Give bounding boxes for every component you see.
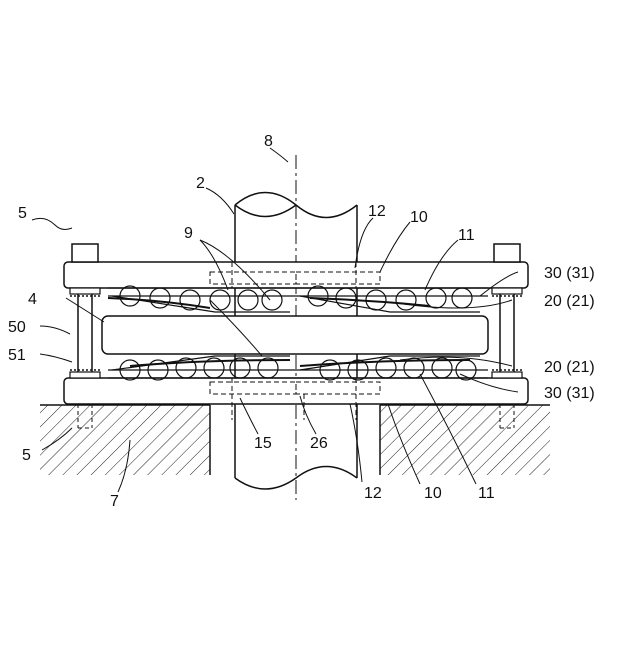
- label-10-top: 10: [410, 209, 428, 226]
- middle-plate: [102, 316, 488, 354]
- label-8: 8: [264, 133, 273, 150]
- label-2: 2: [196, 175, 205, 192]
- label-30-31-bot: 30 (31): [544, 385, 595, 402]
- label-30-31-top: 30 (31): [544, 265, 595, 282]
- label-10-bot: 10: [424, 485, 442, 502]
- label-15: 15: [254, 435, 272, 452]
- label-11-bot: 11: [478, 485, 495, 502]
- label-9: 9: [184, 225, 193, 242]
- label-5-top: 5: [18, 205, 27, 222]
- label-12-top: 12: [368, 203, 386, 220]
- label-50: 50: [8, 319, 26, 336]
- label-7: 7: [110, 493, 119, 510]
- label-26: 26: [310, 435, 328, 452]
- label-20-21-bot: 20 (21): [544, 359, 595, 376]
- label-20-21-top: 20 (21): [544, 293, 595, 310]
- label-11-top: 11: [458, 227, 475, 244]
- label-5-bot: 5: [22, 447, 31, 464]
- label-12-bot: 12: [364, 485, 382, 502]
- label-4: 4: [28, 291, 37, 308]
- label-51: 51: [8, 347, 26, 364]
